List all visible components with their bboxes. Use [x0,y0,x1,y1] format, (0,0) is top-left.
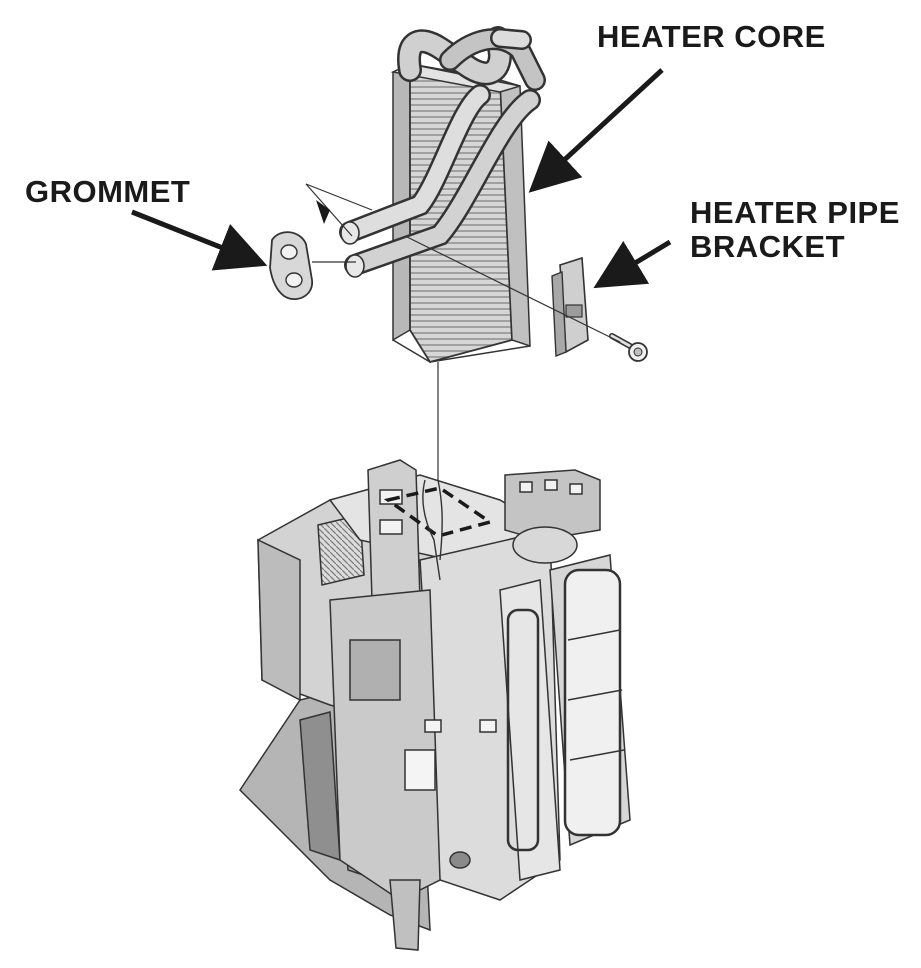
heater-core-label: HEATER CORE [597,19,826,54]
core-leg-outline-right [437,479,443,561]
heater-pipe-bracket-label-line2: BRACKET [690,229,846,264]
heater-core-pipes [339,26,546,276]
grommet [269,231,313,301]
grommet-label: GROMMET [25,174,191,209]
callout-arrow-icon [131,68,672,289]
screw-icon [609,333,648,362]
core-leg-outline [422,479,441,581]
pipe-end-lower [345,254,365,278]
alignment-arrowhead [316,200,330,224]
heater-pipe-bracket-label-line1: HEATER PIPE [690,195,900,230]
heater-pipe-bracket [551,256,589,358]
heater-unit-housing [239,459,631,951]
